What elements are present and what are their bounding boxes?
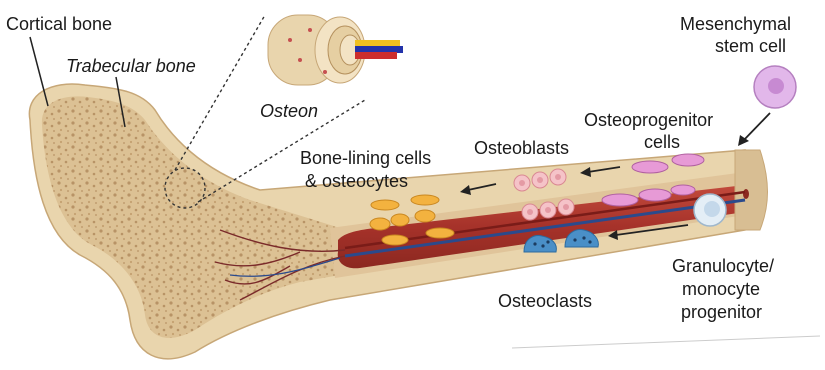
- osteon-icon: [268, 15, 403, 85]
- label-mesenchymal-stem-cell-line1: Mesenchymal: [680, 14, 791, 34]
- label-granulocyte-line2: monocyte: [682, 279, 760, 299]
- label-mesenchymal-stem-cell-line2: stem cell: [715, 36, 786, 56]
- mesenchymal-stem-cell-icon: [754, 66, 796, 108]
- label-cortical-bone: Cortical bone: [6, 14, 112, 34]
- label-granulocyte-line1: Granulocyte/: [672, 256, 774, 276]
- progenitor-cell-icon: [694, 194, 726, 226]
- label-osteoclasts: Osteoclasts: [498, 291, 592, 311]
- label-granulocyte-line3: progenitor: [681, 302, 762, 322]
- label-osteon: Osteon: [260, 101, 318, 121]
- label-osteoblasts: Osteoblasts: [474, 138, 569, 158]
- label-bone-lining-line2: & osteocytes: [305, 171, 408, 191]
- label-osteoprogenitor-line1: Osteoprogenitor: [584, 110, 713, 130]
- label-bone-lining-line1: Bone-lining cells: [300, 148, 431, 168]
- label-trabecular-bone: Trabecular bone: [66, 56, 196, 76]
- label-osteoprogenitor-line2: cells: [644, 132, 680, 152]
